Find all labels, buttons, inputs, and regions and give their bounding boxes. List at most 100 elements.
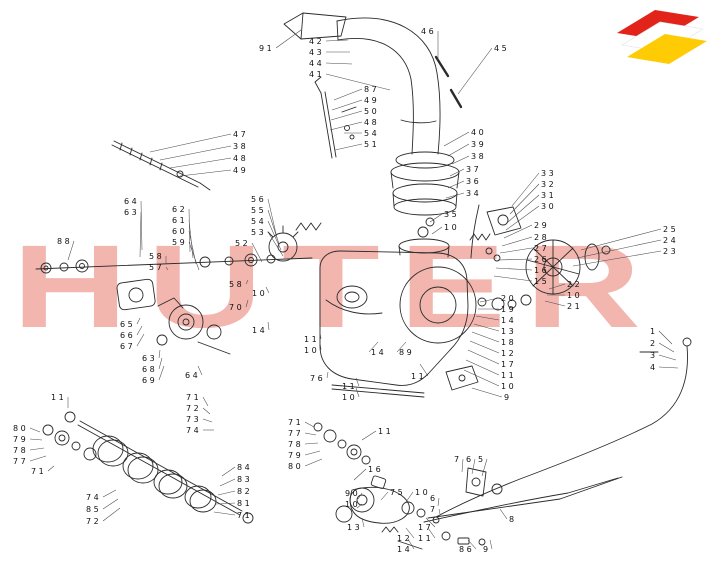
leader-line	[576, 239, 662, 259]
part-number-label: 10	[444, 223, 459, 232]
leader-line	[658, 330, 673, 345]
leader-line	[467, 349, 500, 365]
upper-shaft-drawing	[111, 140, 211, 191]
leader-line	[219, 478, 236, 487]
leader-line	[357, 492, 363, 500]
part-number-label: 81	[237, 499, 252, 508]
leader-line	[511, 172, 540, 207]
part-number-label: 80	[13, 424, 28, 433]
belt-drive-drawing	[335, 475, 623, 550]
part-number-label: 52	[235, 239, 250, 248]
part-number-label: 50	[364, 107, 379, 116]
part-number-label: 65	[120, 320, 135, 329]
logo-yellow-band	[627, 34, 707, 64]
leader-line	[419, 363, 429, 377]
leader-line	[304, 421, 315, 428]
leader-line	[353, 468, 367, 481]
leader-line	[457, 47, 493, 95]
part-number-label: 67	[120, 342, 135, 351]
part-number-label: 68	[142, 365, 157, 374]
part-number-label: 2	[650, 339, 658, 348]
part-number-label: 10	[342, 393, 357, 402]
part-number-label: 78	[288, 440, 303, 449]
leader-line	[658, 354, 677, 361]
leader-line	[481, 458, 488, 477]
sprocket-spring-drawing	[267, 222, 322, 262]
leader-line	[463, 369, 500, 387]
part-number-label: 11	[418, 534, 433, 543]
part-number-label: 49	[233, 166, 248, 175]
leader-line	[438, 508, 441, 515]
leader-line	[29, 438, 43, 441]
leader-line	[443, 131, 470, 147]
part-number-label: 53	[251, 228, 266, 237]
part-number-label: 74	[86, 493, 101, 502]
part-number-label: 26	[534, 255, 549, 264]
part-number-label: 60	[172, 227, 187, 236]
leader-line	[407, 538, 415, 550]
part-number-label: 83	[237, 475, 252, 484]
leader-line	[572, 250, 662, 267]
part-number-label: 7	[454, 455, 462, 464]
leader-line	[505, 205, 540, 231]
part-number-label: 84	[237, 463, 252, 472]
leader-line	[465, 359, 500, 376]
part-number-label: 16	[368, 465, 383, 474]
auger-housing-drawing	[319, 238, 479, 398]
part-number-label: 17	[418, 523, 433, 532]
leader-line	[158, 365, 165, 381]
part-number-label: 47	[233, 130, 248, 139]
part-number-label: 9	[504, 393, 512, 402]
leader-line	[499, 247, 533, 254]
part-number-label: 64	[124, 197, 139, 206]
leader-line	[47, 465, 55, 472]
part-number-label: 10	[415, 488, 430, 497]
leader-line	[405, 527, 415, 539]
leader-line	[330, 110, 363, 121]
part-number-label: 39	[471, 140, 486, 149]
crank-rod-drawing	[314, 76, 357, 159]
part-number-label: 73	[186, 415, 201, 424]
part-number-label: 79	[13, 435, 28, 444]
leader-line	[159, 145, 232, 161]
part-number-label: 71	[31, 467, 46, 476]
part-number-label: 1	[650, 327, 658, 336]
leader-line	[471, 331, 500, 343]
part-number-label: 14	[397, 545, 412, 554]
part-number-label: 80	[288, 462, 303, 471]
part-number-label: 57	[149, 263, 164, 272]
part-number-label: 14	[371, 348, 386, 357]
leader-line	[29, 447, 45, 451]
leader-line	[169, 157, 232, 169]
leader-line	[202, 418, 213, 423]
leader-line	[469, 340, 500, 354]
part-number-label: 86	[459, 545, 474, 554]
part-number-label: 19	[501, 305, 516, 314]
leader-line	[188, 241, 200, 271]
leader-line	[333, 88, 363, 101]
part-number-label: 37	[466, 165, 481, 174]
leader-line	[329, 121, 363, 131]
part-number-label: 54	[364, 129, 379, 138]
part-number-label: 11	[501, 371, 516, 380]
part-number-label: 32	[541, 180, 556, 189]
leader-line	[658, 366, 679, 369]
part-number-label: 11	[411, 372, 426, 381]
leader-line	[427, 527, 436, 539]
leader-line	[197, 365, 203, 376]
leader-line	[217, 490, 236, 496]
part-number-label: 91	[259, 44, 274, 53]
part-number-label: 72	[86, 517, 101, 526]
part-number-label: 54	[251, 217, 266, 226]
leader-line	[355, 377, 360, 387]
leader-line	[304, 432, 317, 436]
leader-line	[267, 220, 282, 251]
leader-line	[304, 442, 319, 445]
part-number-label: 48	[233, 154, 248, 163]
part-number-label: 15	[534, 277, 549, 286]
leader-line	[503, 224, 533, 239]
part-number-label: 88	[57, 237, 72, 246]
part-number-label: 49	[364, 96, 379, 105]
leader-line	[179, 169, 232, 177]
brand-logo	[617, 10, 707, 64]
